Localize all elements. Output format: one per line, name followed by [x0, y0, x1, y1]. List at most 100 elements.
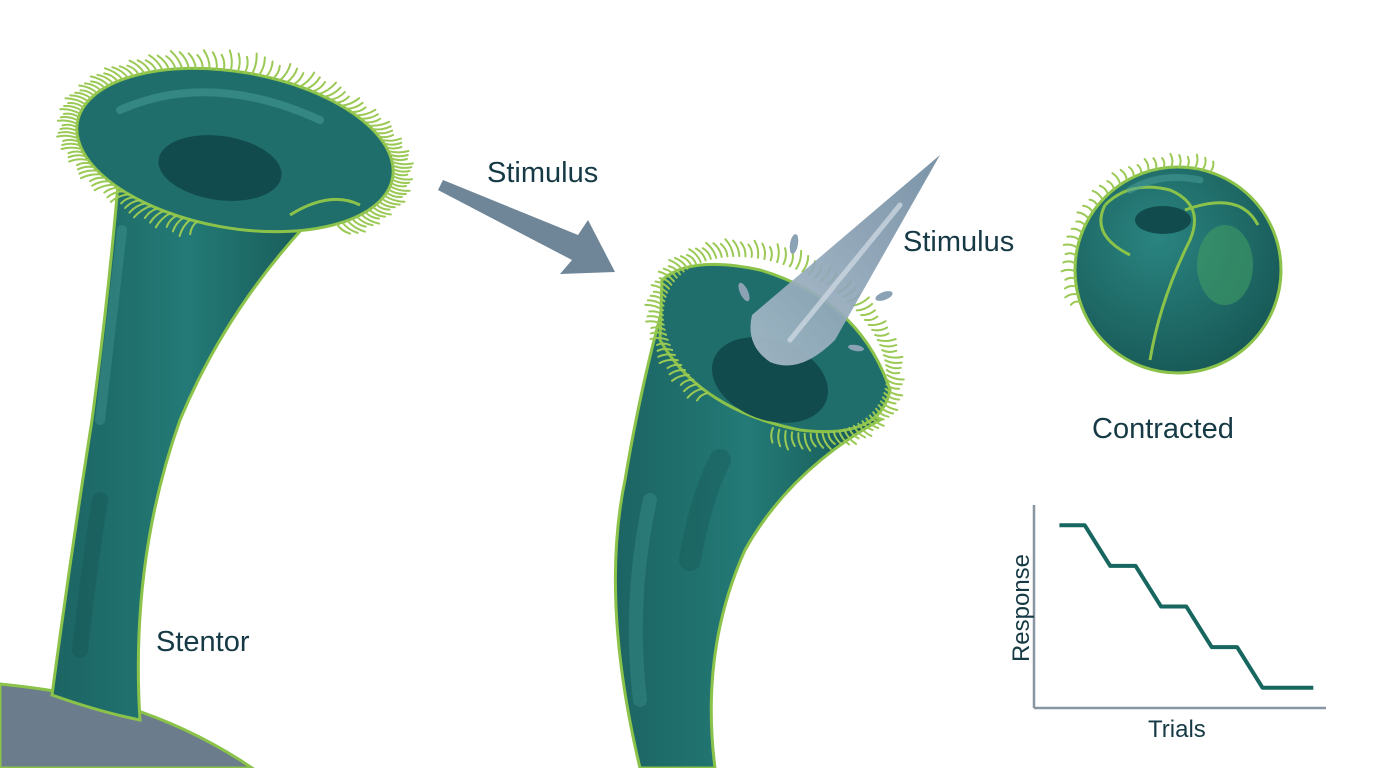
cilium: [683, 383, 699, 393]
cilium: [196, 54, 204, 70]
cilium: [1064, 292, 1079, 299]
cilium: [674, 256, 689, 270]
cilium: [882, 354, 904, 359]
cilium: [90, 80, 106, 89]
cilium: [874, 332, 890, 337]
cilium: [359, 113, 379, 120]
cilium: [883, 392, 901, 401]
cilium: [872, 411, 885, 421]
cilium: [128, 202, 147, 214]
cilium: [1201, 156, 1207, 171]
cilium: [719, 242, 729, 258]
cilium: [126, 64, 140, 76]
cilium: [821, 432, 832, 450]
cilium: [62, 138, 80, 143]
cilium: [165, 55, 177, 70]
cilium: [317, 81, 337, 96]
contracted-label: Contracted: [1092, 413, 1234, 445]
cilium: [776, 243, 780, 264]
cilium: [67, 154, 87, 159]
cilium: [335, 223, 352, 235]
cilium: [91, 180, 111, 187]
cilium: [761, 242, 766, 260]
cilium: [1066, 235, 1081, 242]
cilium: [103, 186, 120, 194]
cilium: [236, 52, 241, 73]
cilium: [61, 142, 82, 147]
cilium: [323, 86, 342, 98]
habituation-chart: [1032, 505, 1326, 710]
cilium: [156, 54, 170, 71]
cilium: [391, 178, 411, 184]
cilium: [666, 363, 683, 370]
cilium: [59, 127, 78, 132]
cilium: [178, 51, 190, 70]
cilium: [645, 320, 665, 326]
cilium: [59, 108, 81, 115]
cilium: [104, 67, 124, 81]
cilium: [169, 50, 184, 70]
cilium: [732, 239, 741, 258]
cilium: [154, 212, 172, 229]
cilium: [777, 428, 782, 448]
cilium: [57, 119, 79, 125]
cilium: [371, 206, 392, 216]
cilium: [79, 89, 95, 97]
cilium: [387, 188, 407, 195]
cilium: [298, 71, 316, 88]
cilium: [78, 84, 99, 94]
cilium: [390, 181, 408, 188]
cilium: [244, 55, 249, 74]
cilium: [881, 396, 897, 405]
cilium: [363, 117, 382, 124]
cilium: [832, 431, 844, 446]
cilium: [311, 81, 327, 93]
cilium: [876, 338, 897, 343]
cilium: [341, 221, 359, 234]
stentor-left-cilia: [56, 49, 414, 237]
cilium: [886, 378, 903, 386]
cilium: [1070, 227, 1083, 234]
cilium: [658, 358, 679, 364]
cilium: [93, 183, 115, 192]
cilium: [1169, 152, 1174, 169]
cilium: [656, 342, 671, 346]
cilium: [803, 432, 812, 452]
cilium: [1060, 268, 1076, 273]
cilium: [392, 171, 409, 177]
contracted-cilia: [1060, 152, 1215, 306]
cilium: [877, 404, 895, 415]
cilium: [1069, 300, 1081, 306]
cilium: [189, 220, 198, 236]
stimulus-probe-label: Stimulus: [903, 226, 1015, 258]
cilium: [57, 131, 79, 136]
cilium: [285, 67, 299, 84]
cilium: [649, 331, 668, 336]
cilium: [1062, 243, 1079, 249]
cilium: [63, 105, 83, 112]
cilium: [79, 173, 103, 180]
cilium: [868, 414, 885, 427]
cilium: [1075, 220, 1086, 227]
cilium: [646, 299, 665, 307]
cilium: [885, 364, 902, 370]
cilium: [109, 193, 130, 203]
cilium: [1111, 172, 1122, 186]
cilium: [656, 347, 674, 352]
cilium: [187, 52, 197, 70]
cilium: [782, 247, 787, 266]
cilium: [1161, 157, 1166, 169]
cilium: [1119, 168, 1128, 182]
cilium: [1143, 158, 1150, 173]
cilium: [1076, 211, 1090, 220]
cilium: [128, 59, 146, 75]
cilium: [864, 315, 879, 322]
cilium: [380, 137, 402, 142]
cilium: [383, 194, 406, 203]
cilium: [368, 208, 386, 218]
cilium: [686, 253, 698, 266]
cilium: [76, 165, 96, 171]
cilium: [67, 101, 85, 109]
cilium: [855, 302, 874, 312]
cilium: [865, 417, 880, 430]
